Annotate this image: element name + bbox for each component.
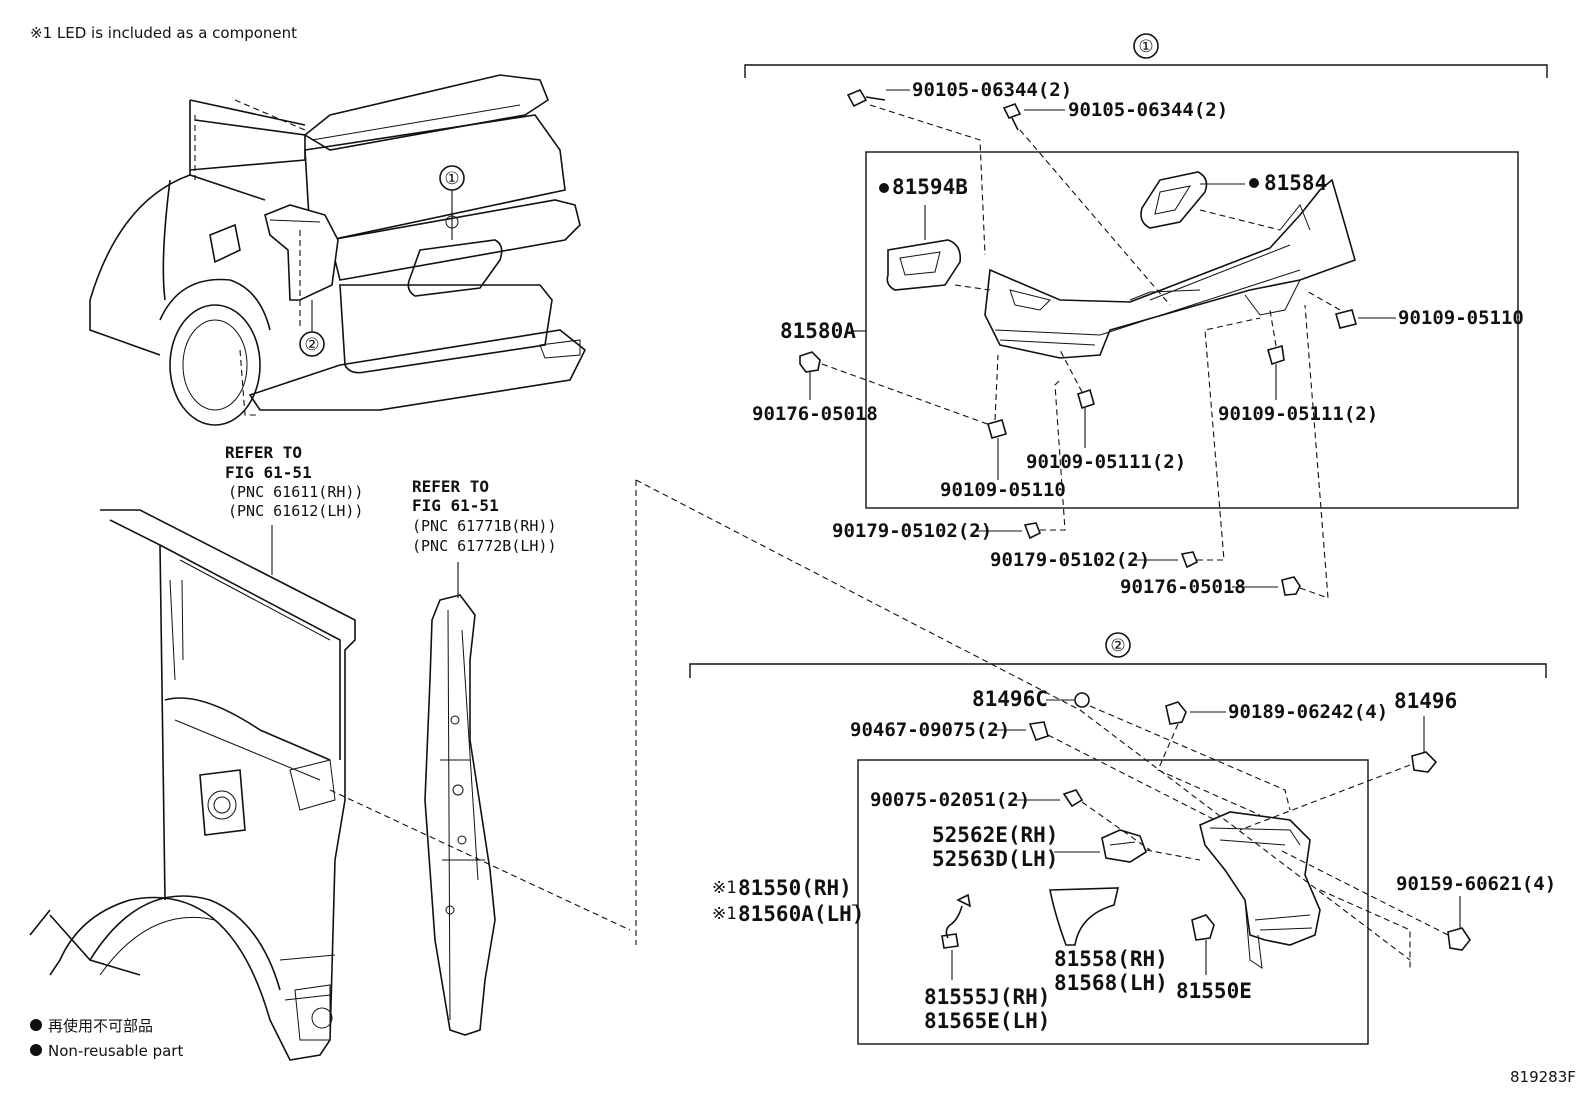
part-90109-05111-center: 90109-05111(2) bbox=[1026, 451, 1186, 473]
back-door-lamp-81580A bbox=[984, 178, 1356, 359]
clip-icon bbox=[1335, 309, 1357, 329]
side-body-panel bbox=[29, 509, 631, 1061]
legend-en: Non-reusable part bbox=[48, 1042, 183, 1060]
svg-text:(PNC 61612(LH)): (PNC 61612(LH)) bbox=[228, 502, 363, 520]
screw-icon bbox=[1062, 789, 1084, 808]
part-52562E: 52562E(RH) bbox=[932, 823, 1058, 847]
svg-text:②: ② bbox=[304, 335, 319, 355]
part-90109-05111-right: 90109-05111(2) bbox=[1218, 403, 1378, 425]
part-81560A: 81560A(LH) bbox=[738, 902, 864, 926]
part-90075-02051: 90075-02051(2) bbox=[870, 789, 1030, 811]
clip-icon bbox=[1267, 344, 1285, 366]
svg-text:(PNC 61771B(RH)): (PNC 61771B(RH)) bbox=[412, 517, 557, 535]
rear-combination-lamp bbox=[1199, 811, 1321, 946]
bolt-icon bbox=[1002, 103, 1022, 131]
group-1: ① 90105-06344(2) 90105-06344(2) 81594B 8… bbox=[744, 33, 1548, 599]
svg-text:①: ① bbox=[444, 169, 459, 189]
group1-box bbox=[865, 151, 1519, 509]
clip-icon bbox=[1077, 388, 1095, 410]
group-2: ② 81496C 90189-06242(4) 81496 90467-0907… bbox=[689, 632, 1556, 1045]
reference-b: REFER TO FIG 61-51 (PNC 61771B(RH)) (PNC… bbox=[412, 477, 557, 598]
lamp-gasket-81558 bbox=[1049, 887, 1120, 946]
svg-text:FIG 61-51: FIG 61-51 bbox=[225, 463, 312, 482]
part-81550E: 81550E bbox=[1176, 979, 1252, 1003]
legend-jp: 再使用不可部品 bbox=[48, 1017, 153, 1035]
part-52563D: 52563D(LH) bbox=[932, 847, 1058, 871]
part-81565E: 81565E(LH) bbox=[924, 1009, 1050, 1033]
socket-wire-icon bbox=[941, 893, 972, 949]
svg-text:REFER TO: REFER TO bbox=[225, 443, 302, 462]
part-90109-05110-lower: 90109-05110 bbox=[940, 479, 1066, 501]
group2-callout: ② bbox=[1110, 636, 1125, 656]
clip-icon bbox=[1028, 721, 1049, 742]
svg-text:REFER TO: REFER TO bbox=[412, 477, 489, 496]
nut-icon bbox=[1180, 551, 1199, 569]
clip-icon bbox=[1411, 751, 1438, 773]
part-90176-05018-left: 90176-05018 bbox=[752, 403, 878, 425]
nut-icon bbox=[1023, 522, 1042, 540]
part-90159-60621: 90159-60621(4) bbox=[1396, 873, 1556, 895]
led-note: ※1 LED is included as a component bbox=[30, 24, 297, 42]
svg-text:FIG 61-51: FIG 61-51 bbox=[412, 496, 499, 515]
legend: 再使用不可部品 Non-reusable part bbox=[30, 1017, 183, 1060]
svg-text:※1: ※1 bbox=[712, 904, 736, 924]
part-90189-06242: 90189-06242(4) bbox=[1228, 701, 1388, 723]
part-81496C: 81496C bbox=[972, 687, 1048, 711]
nut-icon bbox=[1281, 576, 1301, 596]
svg-text:(PNC 61611(RH)): (PNC 61611(RH)) bbox=[228, 483, 363, 501]
bulb-socket-icon bbox=[1191, 914, 1215, 941]
gasket-81584 bbox=[1140, 171, 1208, 229]
clip-icon bbox=[1074, 692, 1090, 708]
group2-box bbox=[857, 759, 1369, 1045]
gasket-81594B bbox=[886, 239, 962, 291]
part-81550: 81550(RH) bbox=[738, 876, 852, 900]
part-81584: 81584 bbox=[1264, 171, 1327, 195]
figure-code: 819283F bbox=[1510, 1068, 1576, 1086]
part-81555J: 81555J(RH) bbox=[924, 985, 1050, 1009]
nut-icon bbox=[799, 351, 821, 373]
part-90105-06344-a: 90105-06344(2) bbox=[912, 79, 1072, 101]
part-81594B: 81594B bbox=[892, 175, 968, 199]
clip-icon bbox=[987, 419, 1007, 439]
bracket-icon bbox=[1101, 829, 1147, 863]
group1-callout: ① bbox=[1138, 37, 1153, 57]
reference-a: REFER TO FIG 61-51 (PNC 61611(RH)) (PNC … bbox=[225, 443, 363, 575]
part-90105-06344-b: 90105-06344(2) bbox=[1068, 99, 1228, 121]
bolt-icon bbox=[846, 88, 886, 108]
part-81580A: 81580A bbox=[780, 319, 856, 343]
part-90179-05102-a: 90179-05102(2) bbox=[832, 520, 992, 542]
part-90109-05110-right: 90109-05110 bbox=[1398, 307, 1524, 329]
bolt-icon bbox=[1447, 927, 1471, 951]
part-90176-05018-bottom: 90176-05018 bbox=[1120, 576, 1246, 598]
rear-pillar-panel bbox=[424, 594, 496, 1036]
svg-text:(PNC 61772B(LH)): (PNC 61772B(LH)) bbox=[412, 537, 557, 555]
part-90467-09075: 90467-09075(2) bbox=[850, 719, 1010, 741]
part-81568: 81568(LH) bbox=[1054, 971, 1168, 995]
part-81496: 81496 bbox=[1394, 689, 1457, 713]
part-81558: 81558(RH) bbox=[1054, 947, 1168, 971]
part-90179-05102-b: 90179-05102(2) bbox=[990, 549, 1150, 571]
vehicle-rear-view: ① ② bbox=[89, 74, 587, 426]
bolt-icon bbox=[1165, 701, 1187, 725]
svg-text:※1: ※1 bbox=[712, 878, 736, 898]
